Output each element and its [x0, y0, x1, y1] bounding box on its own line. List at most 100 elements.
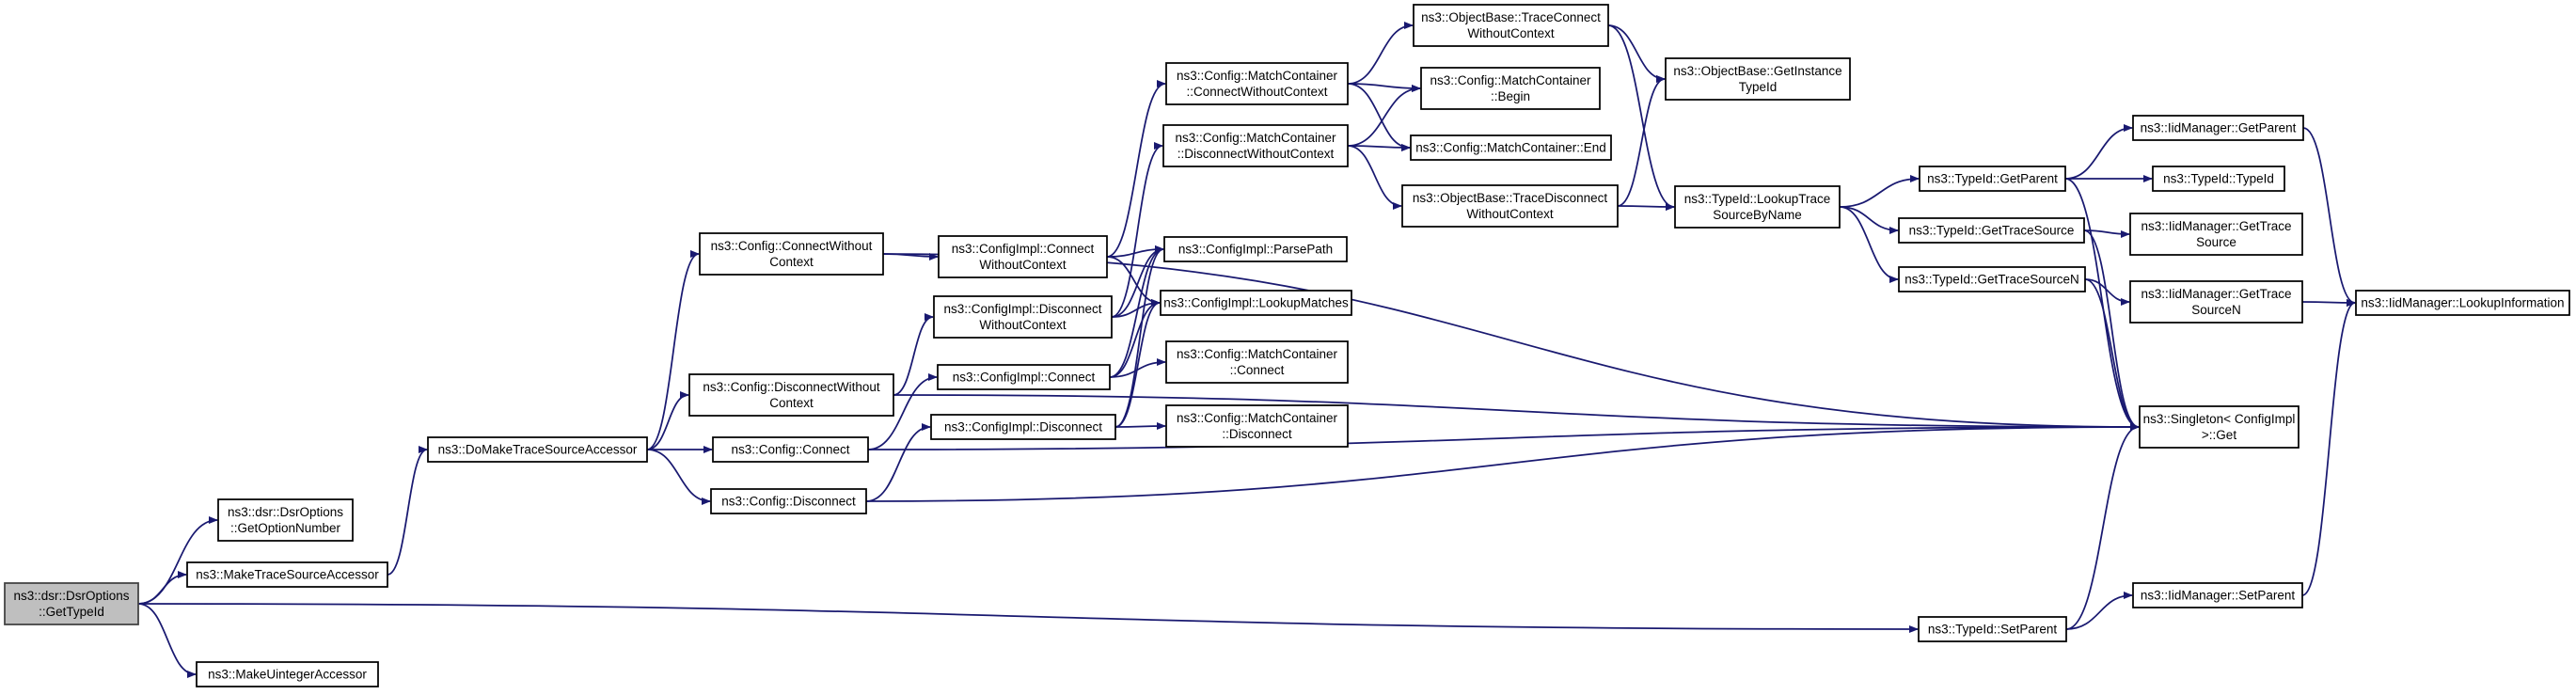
- node-box-tid_gp: [1919, 166, 2066, 192]
- node-label-iid_gtsn-line-0: ns3::IidManager::GetTrace: [2141, 287, 2291, 301]
- node-box-tid_tid: [2152, 166, 2285, 192]
- node-cfg_cwc[interactable]: ns3::Config::ConnectWithoutContext: [699, 232, 884, 276]
- node-label-ci_d-line-0: ns3::ConfigImpl::Disconnect: [944, 420, 1102, 434]
- node-label-mc_cwc-line-1: ::ConnectWithoutContext: [1186, 85, 1327, 99]
- node-ci_lm[interactable]: ns3::ConfigImpl::LookupMatches: [1160, 290, 1352, 316]
- node-mc_c[interactable]: ns3::Config::MatchContainer::Connect: [1165, 340, 1349, 384]
- node-dmtsa[interactable]: ns3::DoMakeTraceSourceAccessor: [427, 436, 648, 463]
- node-label-ci_cwc-line-1: WithoutContext: [979, 258, 1067, 272]
- edge-iid_gtsn-to-iid_li: [2301, 298, 2356, 307]
- node-box-iid_sp: [2132, 582, 2303, 608]
- edge-cfg_c-to-ci_c: [867, 373, 938, 450]
- node-box-ob_tdwc: [1401, 184, 1619, 228]
- edge-mc_cwc-to-mc_end: [1347, 83, 1411, 151]
- node-label-tid_ltsbn-line-1: SourceByName: [1713, 208, 1802, 222]
- node-label-tid_ltsbn-line-0: ns3::TypeId::LookupTrace: [1684, 192, 1831, 206]
- node-tid_gts[interactable]: ns3::TypeId::GetTraceSource: [1898, 217, 2085, 244]
- node-box-cfg_cwc: [699, 232, 884, 276]
- node-label-iid_li-line-0: ns3::IidManager::LookupInformation: [2361, 296, 2564, 310]
- node-label-iid_gts-line-1: Source: [2196, 235, 2236, 249]
- node-mua[interactable]: ns3::MakeUintegerAccessor: [196, 661, 379, 687]
- edge-cfg_c-to-singleton: [867, 423, 2140, 450]
- node-ci_d[interactable]: ns3::ConfigImpl::Disconnect: [930, 414, 1116, 440]
- node-box-ci_lm: [1160, 290, 1352, 316]
- node-mc_d[interactable]: ns3::Config::MatchContainer::Disconnect: [1165, 404, 1349, 448]
- node-singleton[interactable]: ns3::Singleton< ConfigImpl >::Get: [2139, 405, 2299, 449]
- node-label-ci_pp-line-0: ns3::ConfigImpl::ParsePath: [1178, 243, 1333, 257]
- edge-dmtsa-to-cfg_dwc: [646, 391, 689, 450]
- node-label-ci_cwc-line-0: ns3::ConfigImpl::Connect: [952, 242, 1095, 256]
- edge-tid_gts-to-singleton: [2083, 229, 2140, 431]
- edge-mc_dwc-to-mc_begin: [1347, 85, 1421, 147]
- node-iid_gts[interactable]: ns3::IidManager::GetTraceSource: [2129, 213, 2303, 256]
- node-box-mc_begin: [1420, 67, 1601, 110]
- edges-layer: [137, 22, 2356, 678]
- node-ci_cwc[interactable]: ns3::ConfigImpl::ConnectWithoutContext: [938, 235, 1108, 278]
- node-mc_cwc[interactable]: ns3::Config::MatchContainer::ConnectWith…: [1165, 62, 1349, 105]
- node-tid_gtsn[interactable]: ns3::TypeId::GetTraceSourceN: [1898, 266, 2086, 292]
- edge-ob_tdwc-to-tid_ltsbn: [1617, 202, 1675, 211]
- edge-tid_sp-to-singleton: [2065, 423, 2140, 630]
- node-tid_gp[interactable]: ns3::TypeId::GetParent: [1919, 166, 2066, 192]
- node-box-ci_d: [930, 414, 1116, 440]
- edge-cfg_dwc-to-singleton: [893, 394, 2140, 431]
- node-box-mc_dwc: [1162, 124, 1349, 167]
- node-cfg_dwc[interactable]: ns3::Config::DisconnectWithoutContext: [688, 373, 894, 417]
- node-box-singleton: [2139, 405, 2299, 449]
- node-label-tid_tid-line-0: ns3::TypeId::TypeId: [2163, 172, 2274, 186]
- node-ci_pp[interactable]: ns3::ConfigImpl::ParsePath: [1163, 236, 1348, 262]
- node-getoptnum[interactable]: ns3::dsr::DsrOptions::GetOptionNumber: [217, 498, 354, 542]
- edge-ci_d-to-ci_lm: [1114, 299, 1161, 428]
- node-cfg_d[interactable]: ns3::Config::Disconnect: [710, 488, 867, 514]
- node-box-mtsa: [186, 561, 388, 588]
- node-label-root-line-0: ns3::dsr::DsrOptions: [13, 589, 129, 603]
- node-box-ci_pp: [1163, 236, 1348, 262]
- node-label-ob_tcwc-line-0: ns3::ObjectBase::TraceConnect: [1421, 10, 1601, 24]
- node-box-cfg_d: [710, 488, 867, 514]
- node-tid_sp[interactable]: ns3::TypeId::SetParent: [1918, 616, 2067, 642]
- node-box-tid_ltsbn: [1674, 185, 1841, 229]
- node-mc_begin[interactable]: ns3::Config::MatchContainer::Begin: [1420, 67, 1601, 110]
- node-cfg_c[interactable]: ns3::Config::Connect: [712, 436, 869, 463]
- node-ob_tdwc[interactable]: ns3::ObjectBase::TraceDisconnectWithoutC…: [1401, 184, 1619, 228]
- edge-cfg_dwc-to-ci_dwc: [893, 313, 934, 396]
- node-mc_dwc[interactable]: ns3::Config::MatchContainer::DisconnectW…: [1162, 124, 1349, 167]
- node-label-cfg_d-line-0: ns3::Config::Disconnect: [721, 495, 856, 509]
- edge-dmtsa-to-cfg_cwc: [646, 250, 700, 450]
- node-label-mc_begin-line-1: ::Begin: [1491, 89, 1530, 103]
- node-label-mc_dwc-line-1: ::DisconnectWithoutContext: [1177, 147, 1335, 161]
- node-iid_li[interactable]: ns3::IidManager::LookupInformation: [2355, 290, 2570, 316]
- edge-mc_dwc-to-mc_end: [1347, 143, 1411, 151]
- node-iid_gtsn[interactable]: ns3::IidManager::GetTraceSourceN: [2129, 280, 2303, 324]
- node-tid_tid[interactable]: ns3::TypeId::TypeId: [2152, 166, 2285, 192]
- node-mc_end[interactable]: ns3::Config::MatchContainer::End: [1410, 134, 1612, 161]
- edge-mtsa-to-dmtsa: [387, 446, 428, 576]
- node-label-ci_lm-line-0: ns3::ConfigImpl::LookupMatches: [1163, 296, 1349, 310]
- node-label-mc_d-line-0: ns3::Config::MatchContainer: [1177, 411, 1338, 425]
- node-ci_c[interactable]: ns3::ConfigImpl::Connect: [937, 364, 1111, 390]
- node-ob_tcwc[interactable]: ns3::ObjectBase::TraceConnectWithoutCont…: [1413, 4, 1609, 47]
- node-box-iid_gp: [2132, 115, 2304, 141]
- node-label-tid_sp-line-0: ns3::TypeId::SetParent: [1928, 623, 2058, 637]
- node-label-singleton-line-0: ns3::Singleton< ConfigImpl: [2143, 412, 2296, 426]
- node-label-ob_tdwc-line-0: ns3::ObjectBase::TraceDisconnect: [1413, 191, 1608, 205]
- edge-mc_dwc-to-ob_tdwc: [1347, 145, 1402, 210]
- node-label-mc_dwc-line-0: ns3::Config::MatchContainer: [1175, 131, 1336, 145]
- edge-tid_ltsbn-to-tid_gts: [1839, 206, 1899, 234]
- node-mtsa[interactable]: ns3::MakeTraceSourceAccessor: [186, 561, 388, 588]
- node-ci_dwc[interactable]: ns3::ConfigImpl::DisconnectWithoutContex…: [933, 295, 1113, 339]
- node-iid_gp[interactable]: ns3::IidManager::GetParent: [2132, 115, 2304, 141]
- edge-root-to-mua: [137, 603, 197, 678]
- node-label-tid_gp-line-0: ns3::TypeId::GetParent: [1927, 172, 2058, 186]
- node-label-dmtsa-line-0: ns3::DoMakeTraceSourceAccessor: [438, 443, 638, 457]
- node-iid_sp[interactable]: ns3::IidManager::SetParent: [2132, 582, 2303, 608]
- edge-ci_d-to-ci_pp: [1114, 245, 1164, 428]
- node-root[interactable]: ns3::dsr::DsrOptions::GetTypeId: [4, 582, 139, 625]
- edge-tid_gp-to-iid_gp: [2064, 124, 2133, 180]
- edge-tid_gtsn-to-singleton: [2084, 278, 2140, 431]
- node-label-ob_git-line-1: TypeId: [1739, 80, 1778, 94]
- edge-ob_tcwc-to-tid_ltsbn: [1607, 24, 1675, 211]
- edge-ob_tcwc-to-ob_git: [1607, 24, 1666, 83]
